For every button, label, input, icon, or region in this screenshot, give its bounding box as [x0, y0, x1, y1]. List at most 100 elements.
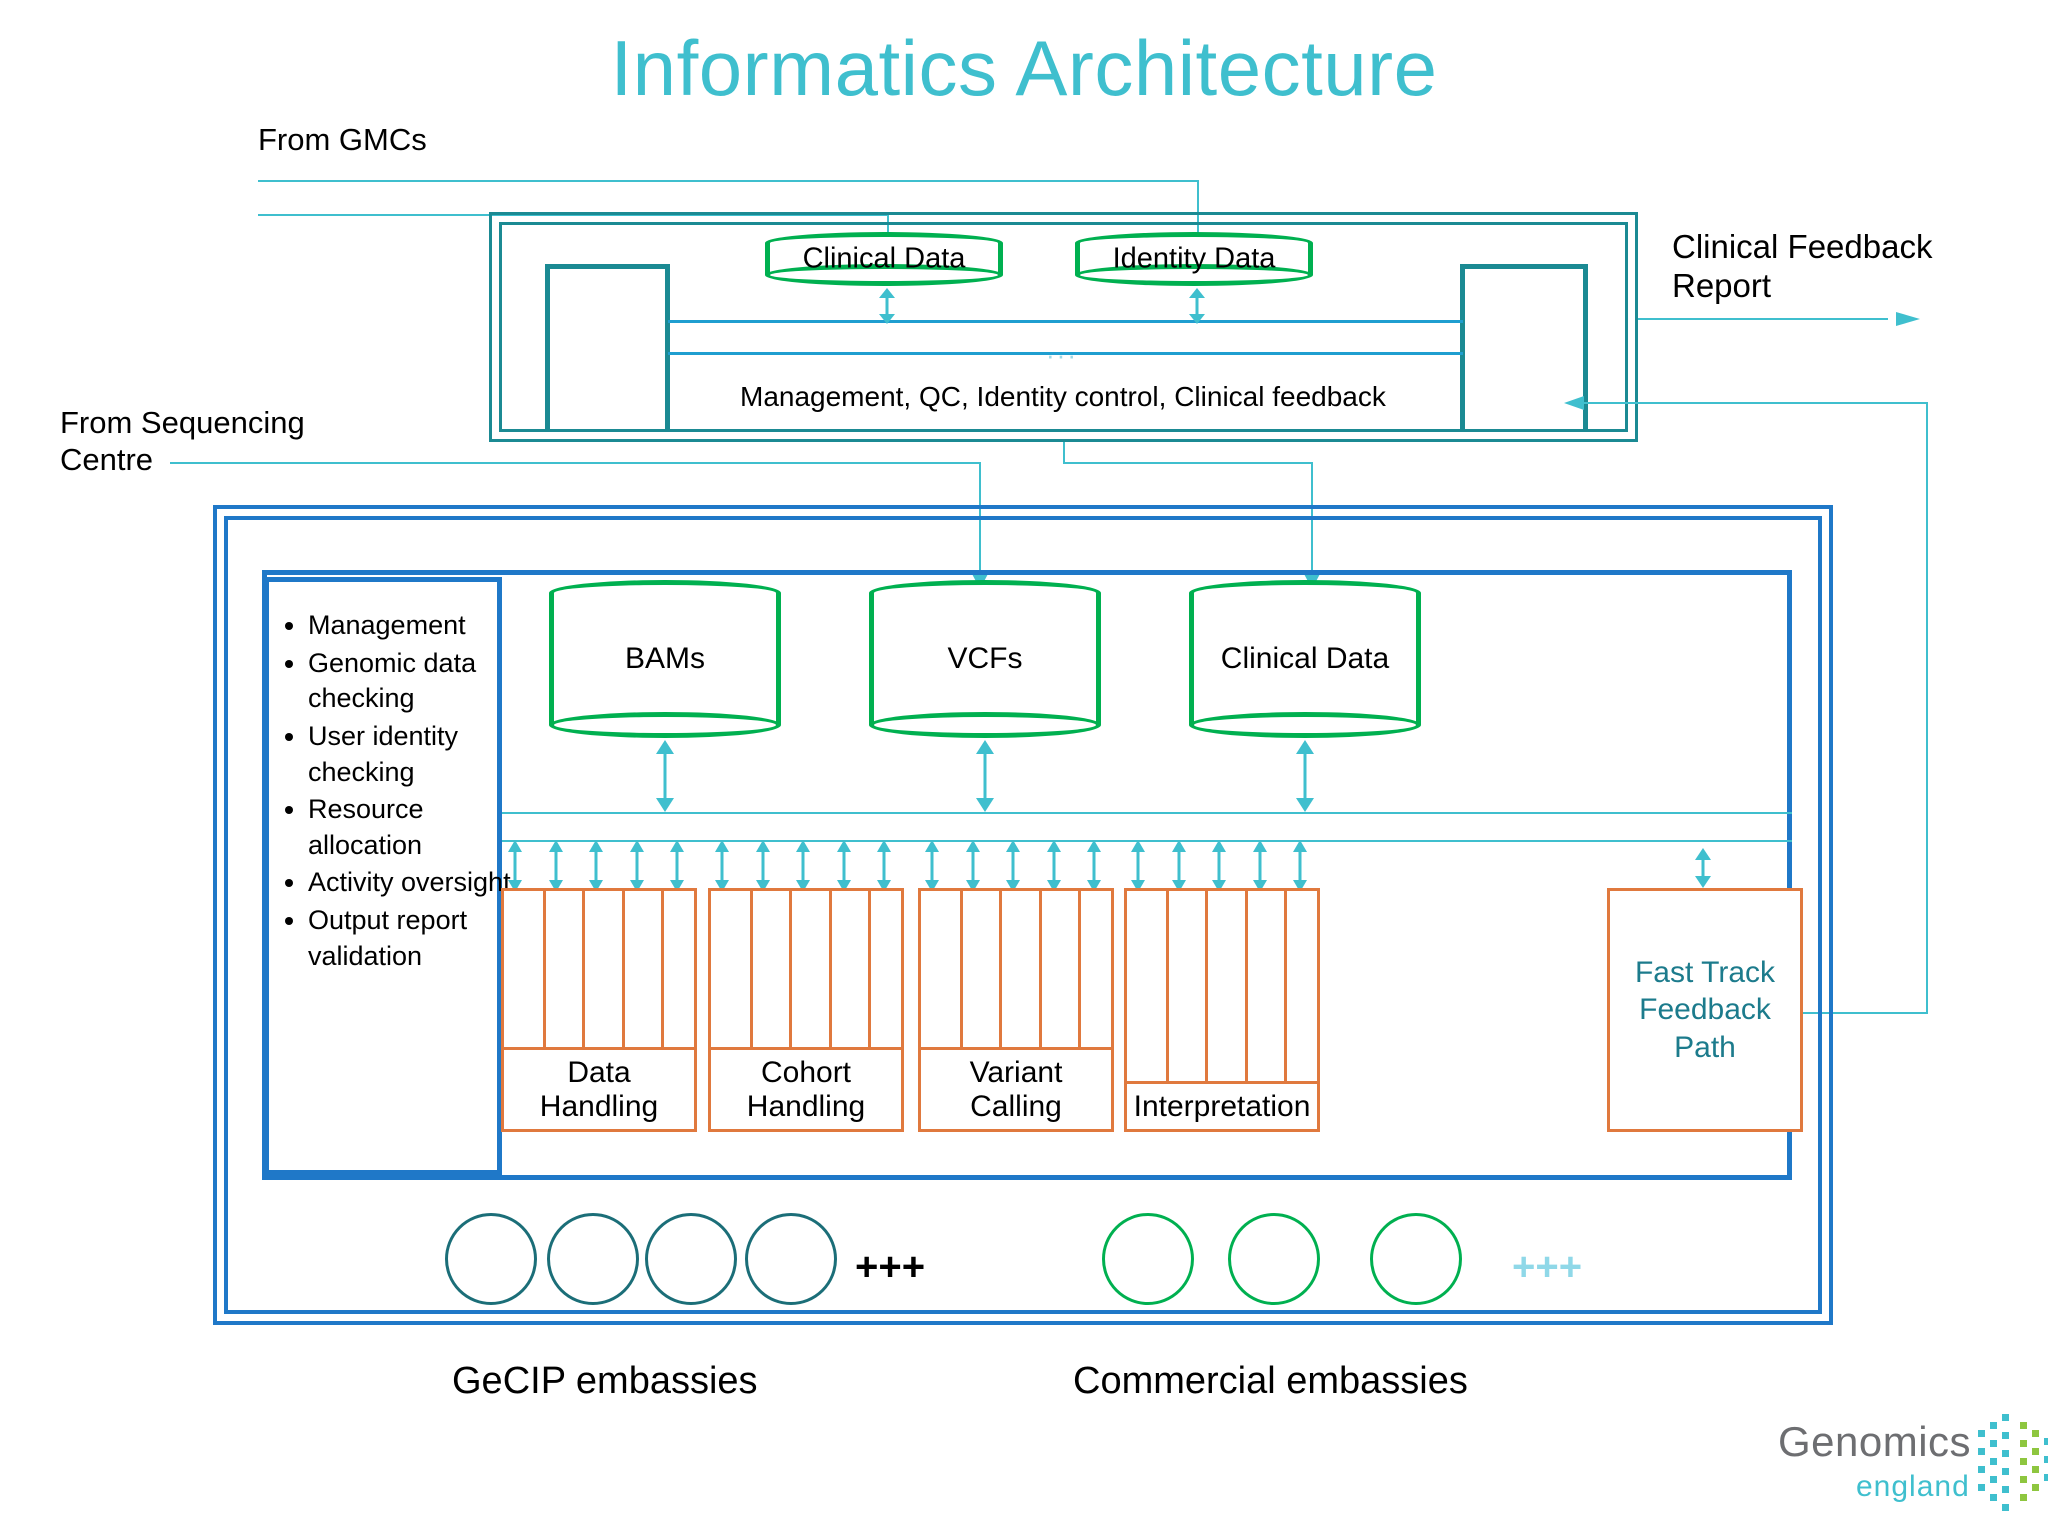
governance-right-riser — [1460, 264, 1588, 432]
storage-bus-rail-top — [502, 812, 1792, 814]
from-sequencing-centre-label: From Sequencing Centre — [60, 405, 305, 477]
sequencing-feed-drop — [979, 462, 981, 562]
datastore-label: Clinical Data — [1220, 642, 1390, 675]
process-lane-divider — [960, 891, 963, 1047]
governance-outer-box — [489, 212, 1638, 442]
process-lane-divider — [1166, 891, 1169, 1081]
arrow-bus-to-process-icon — [1087, 840, 1101, 892]
governance-bullet-item: Resource allocation — [308, 792, 534, 863]
clinical-feedback-report-label: Clinical Feedback Report — [1672, 228, 1933, 304]
governance-bus-rail-bottom — [668, 352, 1463, 355]
process-lane-divider — [543, 891, 546, 1047]
governance-bus-rail-top — [668, 320, 1463, 323]
governance-bus-caption: Management, QC, Identity control, Clinic… — [740, 381, 1386, 412]
arrow-bams-to-bus-icon — [656, 740, 674, 812]
cyl-body — [549, 593, 781, 725]
arrow-bus-to-process-icon — [755, 840, 770, 892]
arrow-bus-to-process-icon — [1212, 840, 1226, 892]
datastore-clinical-data: Clinical Data — [1189, 580, 1421, 738]
gecip-embassy-circle[interactable] — [745, 1213, 837, 1305]
main-platform-outer-box — [213, 505, 1833, 1325]
governance-bus-ellipsis: ··· — [1046, 340, 1078, 370]
governance-inner-box — [499, 222, 1628, 432]
datastore-vcfs: VCFs — [869, 580, 1101, 738]
feedback-return-vertical — [1926, 402, 1928, 1012]
governance-bullet-item: Output report validation — [308, 903, 534, 974]
gov-drop-clinical-vert — [1311, 462, 1313, 562]
cyl-bottom — [1075, 264, 1313, 286]
gecip-embassy-circle[interactable] — [547, 1213, 639, 1305]
arrow-bus-to-process-icon — [877, 840, 891, 892]
cyl-body — [1189, 593, 1421, 725]
arrow-bus-to-process-icon — [1006, 840, 1020, 892]
sequencing-feed-line — [170, 462, 980, 464]
arrow-bus-to-process-icon — [548, 840, 563, 892]
process-lane-divider — [999, 891, 1002, 1047]
governance-bullet-panel — [264, 577, 502, 1175]
arrow-bus-to-process-icon — [1046, 840, 1061, 892]
process-lane-divider — [1205, 891, 1208, 1081]
process-group-box[interactable]: Interpretation — [1124, 888, 1320, 1132]
from-gmcs-label: From GMCs — [258, 122, 427, 157]
cyl-bottom — [549, 712, 781, 738]
datastore-bams: BAMs — [549, 580, 781, 738]
process-group-label: Variant Calling — [921, 1047, 1111, 1129]
gov-drop-vcfs-horz — [1063, 462, 1312, 464]
process-lane-divider — [750, 891, 753, 1047]
arrow-clinical-to-bus-icon — [879, 288, 895, 324]
feedback-return-arrow-icon — [1564, 396, 1584, 410]
governance-bullet-item: Activity oversight — [308, 865, 534, 901]
cyl-bottom — [765, 264, 1003, 286]
feedback-return-top — [1578, 402, 1928, 404]
process-group-label: Data Handling — [504, 1047, 694, 1129]
gmc-feed-line-2 — [258, 214, 888, 216]
datastore-label: Identity Data — [1112, 242, 1276, 275]
process-lane-divider — [582, 891, 585, 1047]
process-lane-divider — [868, 891, 871, 1047]
gecip-embassies-label: GeCIP embassies — [452, 1360, 758, 1402]
arrow-bus-to-process-icon — [836, 840, 851, 892]
feedback-return-bottom — [1790, 1012, 1928, 1014]
governance-bullet-item: Genomic data checking — [308, 646, 534, 717]
arrow-fasttrack-to-bus-icon — [1695, 848, 1711, 888]
cyl-cap-cover — [1080, 243, 1308, 257]
process-lane-divider — [1284, 891, 1287, 1081]
commercial-embassy-circle[interactable] — [1370, 1213, 1462, 1305]
gmc-feed-drop-identity — [1197, 180, 1199, 222]
process-group-box[interactable]: Variant Calling — [918, 888, 1114, 1132]
process-group-label: Cohort Handling — [711, 1047, 901, 1129]
arrow-bus-to-process-icon — [965, 840, 980, 892]
storage-bus-rail-bottom — [502, 840, 1792, 842]
process-lane-divider — [1245, 891, 1248, 1081]
gecip-embassy-circle[interactable] — [645, 1213, 737, 1305]
governance-bullet-item: User identity checking — [308, 719, 534, 790]
arrow-identity-to-bus-icon — [1189, 288, 1205, 324]
arrow-bus-to-process-icon — [1293, 840, 1307, 892]
arrow-vcfs-to-bus-icon — [976, 740, 994, 812]
governance-bullet-list: ManagementGenomic data checkingUser iden… — [274, 608, 534, 976]
logo-word-genomics: Genomics — [1778, 1418, 1972, 1465]
gov-drop-vcfs-vert — [1063, 442, 1065, 462]
gecip-embassy-circle[interactable] — [445, 1213, 537, 1305]
datastore-identity-data-top: Identity Data — [1075, 232, 1313, 286]
logo-mark-icon — [1978, 1414, 2048, 1511]
commercial-embassies-label: Commercial embassies — [1073, 1360, 1468, 1402]
arrow-bus-to-process-icon — [1171, 840, 1186, 892]
arrow-bus-to-process-icon — [629, 840, 644, 892]
process-group-box[interactable]: Cohort Handling — [708, 888, 904, 1132]
commercial-embassy-circle[interactable] — [1102, 1213, 1194, 1305]
arrow-bus-to-process-icon — [925, 840, 939, 892]
arrow-bus-to-process-icon — [1131, 840, 1145, 892]
process-group-box[interactable]: Data Handling — [501, 888, 697, 1132]
commercial-embassy-circle[interactable] — [1228, 1213, 1320, 1305]
arrow-bus-to-process-icon — [508, 840, 522, 892]
main-platform-inner-box — [224, 516, 1822, 1314]
genomics-england-logo: Genomics england — [1778, 1414, 2048, 1528]
datastore-label: BAMs — [624, 642, 705, 675]
fast-track-feedback-box[interactable]: Fast Track Feedback Path — [1607, 888, 1803, 1132]
process-lane-divider — [1039, 891, 1042, 1047]
gmc-feed-line-1 — [258, 180, 1198, 182]
datastore-clinical-data-top: Clinical Data — [765, 232, 1003, 286]
cyl-bottom — [869, 712, 1101, 738]
datastore-label: VCFs — [947, 642, 1023, 675]
